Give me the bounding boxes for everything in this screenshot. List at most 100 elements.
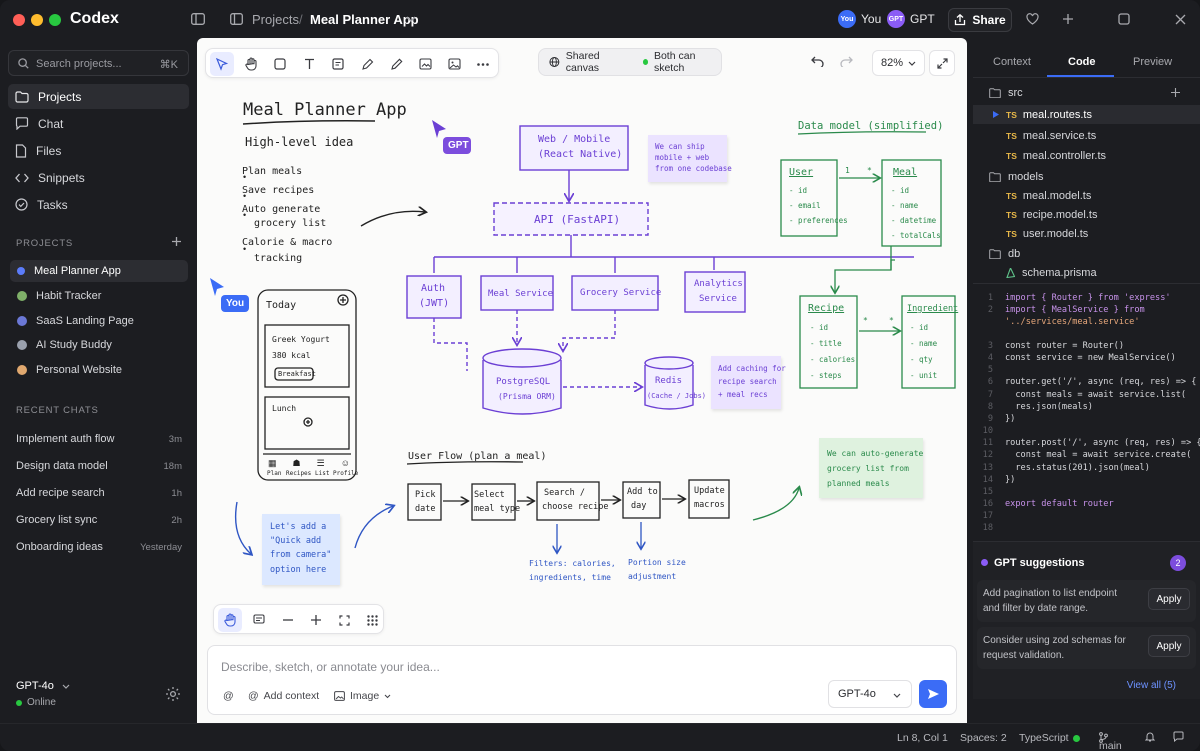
model-selector[interactable]: GPT-4o: [16, 680, 70, 692]
comment-tool[interactable]: [247, 608, 271, 632]
image-tool[interactable]: [442, 52, 466, 76]
projects-heading: PROJECTS: [16, 238, 74, 249]
zoom-in-button[interactable]: [304, 608, 328, 632]
project-personal-website[interactable]: Personal Website: [10, 359, 188, 381]
toggle-sidebar-icon[interactable]: [188, 9, 208, 29]
send-button[interactable]: [919, 680, 947, 708]
collaborator-you[interactable]: You You: [838, 9, 881, 29]
panel-icon[interactable]: [226, 9, 246, 29]
view-all-link[interactable]: View all (5): [1126, 680, 1176, 691]
pencil-tool[interactable]: [384, 52, 408, 76]
composer-placeholder[interactable]: Describe, sketch, or annotate your idea.…: [221, 660, 440, 674]
tree-file-active[interactable]: TS meal.routes.ts: [973, 105, 1200, 124]
hand-icon: [244, 57, 257, 71]
add-context-button[interactable]: @ Add context: [248, 690, 319, 702]
hand-tool[interactable]: [239, 52, 263, 76]
apply-suggestion-button[interactable]: Apply: [1148, 635, 1190, 657]
code-editor[interactable]: 1 2 3 4 5 6 7 8 9 10 11 12 13 14 15 16 1…: [973, 286, 1200, 536]
gpt-cursor: [432, 120, 471, 154]
tab-context[interactable]: Context: [993, 56, 1031, 68]
nav-tasks[interactable]: Tasks: [8, 192, 189, 217]
language-mode[interactable]: TypeScript: [1019, 732, 1069, 744]
project-ai-study-buddy[interactable]: AI Study Buddy: [10, 334, 188, 356]
sticky-note[interactable]: [711, 356, 781, 409]
sidebar: Search projects... ⌘K Projects Chat File…: [0, 38, 197, 751]
breadcrumb-parent[interactable]: Projects: [252, 12, 299, 27]
mention-button[interactable]: @: [223, 690, 234, 702]
tree-folder[interactable]: src: [973, 83, 1200, 102]
code-line: const meals = await service.list(: [1005, 390, 1187, 400]
sticky-note[interactable]: [819, 438, 923, 498]
image-button[interactable]: Image: [334, 690, 391, 702]
nav-chat[interactable]: Chat: [8, 111, 189, 136]
project-habit-tracker[interactable]: Habit Tracker: [10, 285, 188, 307]
project-meal-planner[interactable]: Meal Planner App: [10, 260, 188, 282]
zoom-selector[interactable]: 82%: [872, 50, 925, 76]
add-project-icon[interactable]: [171, 236, 182, 250]
sticky-note[interactable]: [262, 514, 340, 585]
recipe-icon: ☗: [292, 458, 301, 468]
plus-icon[interactable]: [1058, 9, 1078, 29]
rectangle-tool[interactable]: [268, 52, 292, 76]
search-input[interactable]: Search projects... ⌘K: [8, 50, 189, 76]
chevron-down-icon[interactable]: [401, 9, 421, 29]
close-icon[interactable]: [1170, 9, 1190, 29]
share-button[interactable]: Share: [948, 8, 1012, 32]
phone-sketch: [257, 289, 357, 481]
branch-indicator[interactable]: main: [1099, 732, 1122, 751]
maximize-icon[interactable]: [1114, 9, 1134, 29]
collaborator-gpt[interactable]: GPT GPT: [887, 9, 935, 29]
tree-folder[interactable]: db: [973, 244, 1200, 263]
tree-folder[interactable]: models: [973, 167, 1200, 186]
select-tool[interactable]: [210, 52, 234, 76]
notification-bell-icon[interactable]: [1144, 731, 1156, 745]
flow-step: Search /: [544, 488, 585, 498]
text-tool[interactable]: [297, 52, 321, 76]
tab-code[interactable]: Code: [1068, 56, 1096, 68]
redo-icon[interactable]: [840, 56, 853, 70]
apply-suggestion-button[interactable]: Apply: [1148, 588, 1190, 610]
more-tools[interactable]: [471, 52, 495, 76]
fullscreen-button[interactable]: [929, 50, 955, 76]
sticky-note[interactable]: [648, 135, 727, 182]
tree-label: meal.routes.ts: [1022, 108, 1092, 121]
nav-snippets[interactable]: Snippets: [8, 165, 189, 190]
fit-view-button[interactable]: [332, 608, 356, 632]
tree-file[interactable]: schema.prisma: [973, 263, 1200, 282]
you-cursor-label: You: [226, 298, 245, 309]
prompt-composer[interactable]: Describe, sketch, or annotate your idea.…: [207, 645, 957, 715]
undo-icon[interactable]: [811, 56, 824, 70]
grid-button[interactable]: [360, 608, 384, 632]
sketch-canvas[interactable]: Shared canvas Both can sketch 82%: [197, 38, 967, 723]
nav-files[interactable]: Files: [8, 138, 189, 163]
maximize-window-button[interactable]: [49, 14, 61, 26]
nav-projects[interactable]: Projects: [8, 84, 189, 109]
sticky-note-tool[interactable]: [326, 52, 350, 76]
minimize-window-button[interactable]: [31, 14, 43, 26]
cursor-position[interactable]: Ln 8, Col 1: [897, 732, 948, 744]
shape-tool[interactable]: [355, 52, 379, 76]
tab-preview[interactable]: Preview: [1133, 56, 1173, 68]
close-window-button[interactable]: [13, 14, 25, 26]
composer-model-select[interactable]: GPT-4o: [828, 680, 912, 708]
image-icon: [334, 691, 345, 701]
settings-gear-icon[interactable]: [165, 686, 181, 705]
chat-bubble-icon[interactable]: [1173, 731, 1184, 745]
heart-icon[interactable]: [1022, 9, 1042, 29]
pan-tool[interactable]: [218, 608, 242, 632]
frame-tool[interactable]: [413, 52, 437, 76]
project-saas-landing[interactable]: SaaS Landing Page: [10, 310, 188, 332]
indent-setting[interactable]: Spaces: 2: [960, 732, 1007, 744]
zoom-out-button[interactable]: [276, 608, 300, 632]
breadcrumb-current[interactable]: Meal Planner App: [310, 12, 419, 27]
